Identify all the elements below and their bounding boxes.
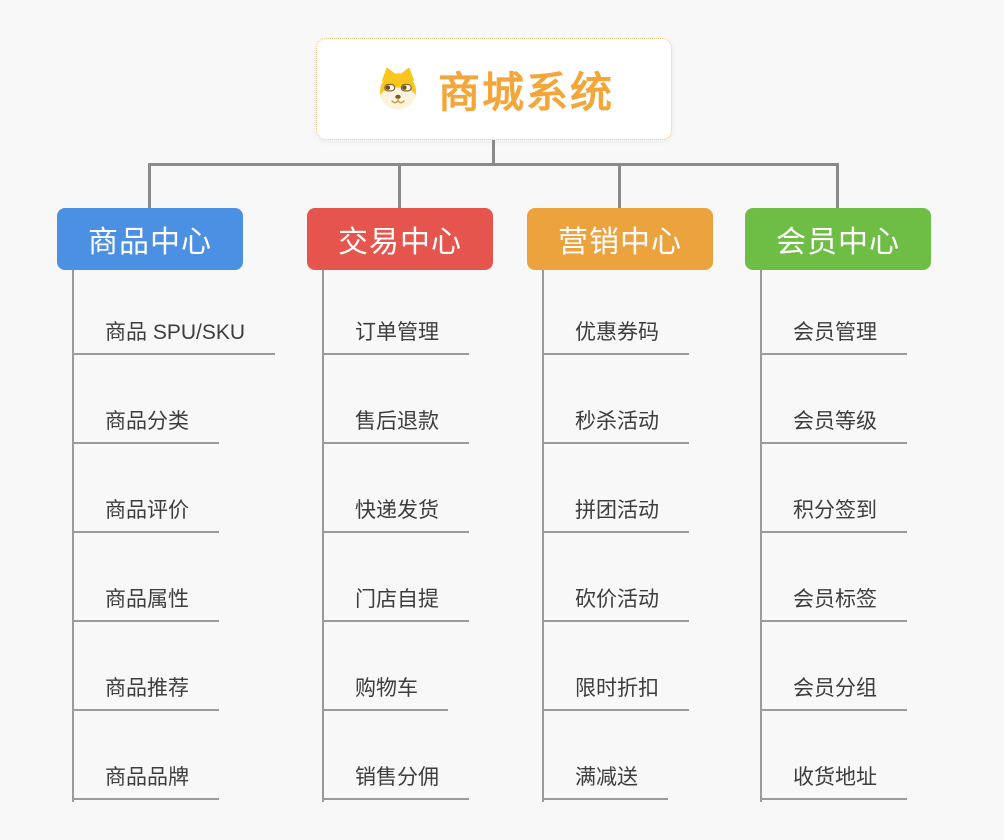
topic-item[interactable]: 商品分类 [73,409,219,444]
branch-label: 营销中心 [558,226,682,259]
topic-item[interactable]: 砍价活动 [543,587,689,622]
branch-trunk-line [72,270,74,802]
branch-trunk-line [322,270,324,802]
connector-drop-4 [836,163,839,210]
topic-item[interactable]: 会员分组 [761,676,907,711]
branch-label: 会员中心 [776,226,900,259]
topic-item[interactable]: 限时折扣 [543,676,689,711]
topic-item[interactable]: 商品属性 [73,587,219,622]
branch-label: 商品中心 [88,226,212,259]
topic-item[interactable]: 会员等级 [761,409,907,444]
branch-items: 优惠券码 秒杀活动 拼团活动 砍价活动 限时折扣 满减送 [543,266,689,800]
topic-item[interactable]: 满减送 [543,765,668,800]
branch-node[interactable]: 商品中心 [57,208,243,270]
topic-item[interactable]: 售后退款 [323,409,469,444]
topic-item[interactable]: 门店自提 [323,587,469,622]
topic-item[interactable]: 订单管理 [323,320,469,355]
topic-item[interactable]: 购物车 [323,676,448,711]
connector-drop-1 [148,163,151,210]
connector-root-drop [492,140,495,165]
branch-group-2: 交易中心 订单管理 售后退款 快递发货 门店自提 购物车 销售分佣 [307,208,493,802]
branch-group-3: 营销中心 优惠券码 秒杀活动 拼团活动 砍价活动 限时折扣 满减送 [527,208,713,802]
shiba-dog-icon [379,67,416,110]
branch-group-1: 商品中心 商品 SPU/SKU 商品分类 商品评价 商品属性 商品推荐 商品品牌 [57,208,276,802]
topic-item[interactable]: 秒杀活动 [543,409,689,444]
branch-node[interactable]: 交易中心 [307,208,493,270]
topic-item[interactable]: 商品 SPU/SKU [73,320,276,355]
branch-node[interactable]: 营销中心 [527,208,713,270]
branch-items: 会员管理 会员等级 积分签到 会员标签 会员分组 收货地址 [761,266,907,800]
branch-group-4: 会员中心 会员管理 会员等级 积分签到 会员标签 会员分组 收货地址 [745,208,931,802]
connector-horizontal [148,163,838,166]
topic-item[interactable]: 快递发货 [323,498,469,533]
topic-item[interactable]: 会员管理 [761,320,907,355]
branch-trunk-line [760,270,762,802]
root-label: 商城系统 [437,68,614,116]
topic-item[interactable]: 收货地址 [761,765,907,800]
root-node[interactable]: 商城系统 [316,38,672,140]
topic-item[interactable]: 商品评价 [73,498,219,533]
topic-item[interactable]: 商品品牌 [73,765,219,800]
branch-items: 商品 SPU/SKU 商品分类 商品评价 商品属性 商品推荐 商品品牌 [73,266,276,800]
topic-item[interactable]: 销售分佣 [323,765,469,800]
connector-drop-2 [398,163,401,210]
branch-items: 订单管理 售后退款 快递发货 门店自提 购物车 销售分佣 [323,266,469,800]
topic-item[interactable]: 会员标签 [761,587,907,622]
topic-item[interactable]: 积分签到 [761,498,907,533]
topic-item[interactable]: 拼团活动 [543,498,689,533]
branch-label: 交易中心 [338,226,462,259]
branch-node[interactable]: 会员中心 [745,208,931,270]
branch-trunk-line [542,270,544,802]
topic-item[interactable]: 商品推荐 [73,676,219,711]
topic-item[interactable]: 优惠券码 [543,320,689,355]
connector-drop-3 [618,163,621,210]
